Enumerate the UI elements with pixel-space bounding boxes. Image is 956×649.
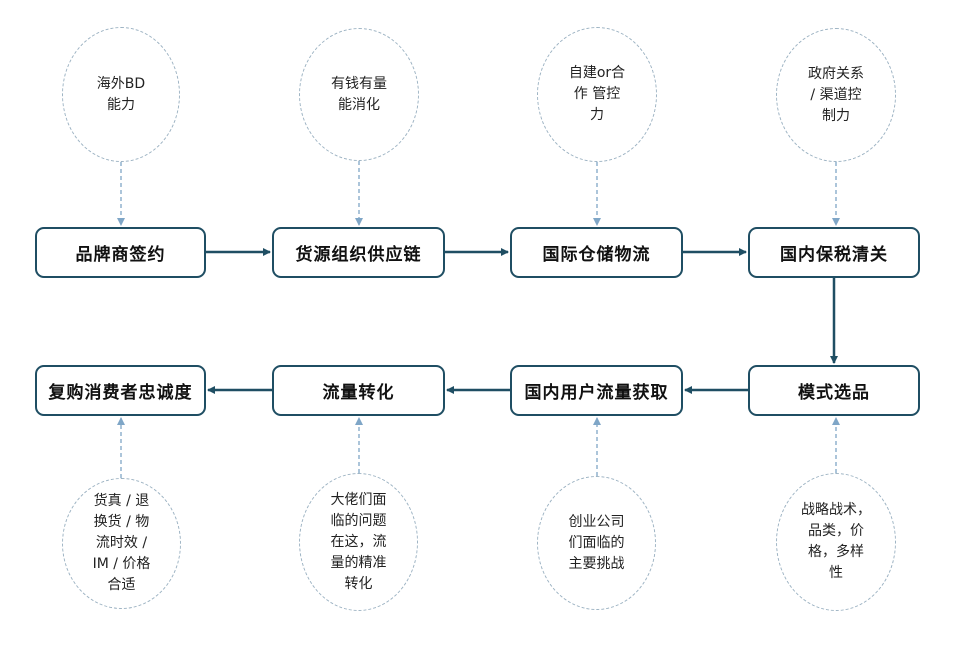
note-bubble-startup-challenge: 创业公司 们面临的 主要挑战 — [537, 476, 656, 610]
note-bubble-capital-volume: 有钱有量 能消化 — [299, 28, 419, 161]
step-brand-signing: 品牌商签约 — [35, 227, 206, 278]
step-bonded-customs: 国内保税清关 — [748, 227, 920, 278]
note-bubble-loyalty-factors: 货真 / 退 换货 / 物 流时效 / IM / 价格 合适 — [62, 478, 181, 609]
step-traffic-conversion: 流量转化 — [272, 365, 445, 416]
note-bubble-overseas-bd: 海外BD 能力 — [62, 27, 180, 162]
step-supply-chain: 货源组织供应链 — [272, 227, 445, 278]
note-bubble-conversion-problem: 大佬们面 临的问题 在这，流 量的精准 转化 — [299, 473, 418, 611]
step-customer-loyalty: 复购消费者忠诚度 — [35, 365, 206, 416]
step-intl-logistics: 国际仓储物流 — [510, 227, 683, 278]
step-user-acquisition: 国内用户流量获取 — [510, 365, 683, 416]
step-product-selection: 模式选品 — [748, 365, 920, 416]
note-bubble-selection-strategy: 战略战术， 品类，价 格，多样 性 — [776, 473, 896, 611]
note-bubble-warehouse-control: 自建or合 作 管控 力 — [537, 27, 657, 162]
note-bubble-gov-relations: 政府关系 / 渠道控 制力 — [776, 28, 896, 162]
